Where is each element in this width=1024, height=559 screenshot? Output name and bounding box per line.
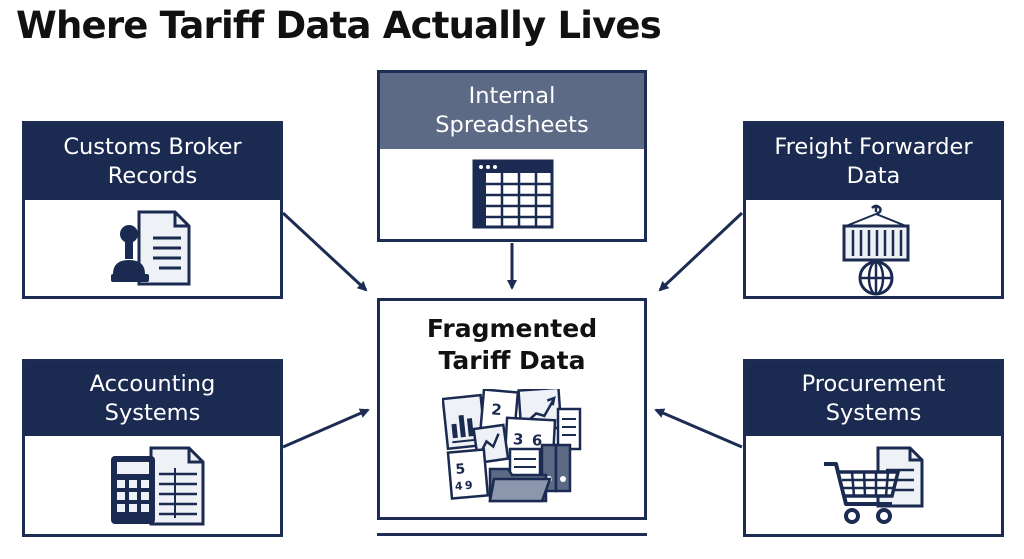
- source-label-line1: Procurement: [801, 371, 946, 397]
- source-box-internal-spreadsheets: Internal Spreadsheets: [377, 70, 647, 242]
- source-box-accounting-systems: Accounting Systems: [22, 359, 283, 537]
- scattered-documents-icon: 2 3 6 5 4 9: [442, 389, 582, 503]
- source-header-accounting-systems: Accounting Systems: [25, 362, 280, 436]
- doc-digit: 5: [455, 461, 466, 478]
- source-header-freight-forwarder: Freight Forwarder Data: [746, 124, 1001, 200]
- stamp-document-icon: [111, 210, 191, 286]
- source-label-line2: Data: [846, 163, 901, 189]
- page-title: Where Tariff Data Actually Lives: [16, 4, 662, 47]
- source-header-internal-spreadsheets: Internal Spreadsheets: [380, 73, 644, 149]
- doc-digit: 4: [454, 480, 463, 494]
- source-box-procurement-systems: Procurement Systems: [743, 359, 1004, 537]
- arrow-accounting-to-center: [282, 408, 370, 449]
- doc-digit: 9: [464, 479, 473, 493]
- spreadsheet-icon: [472, 159, 554, 229]
- source-label-line2: Records: [107, 163, 198, 189]
- source-label-line1: Accounting: [89, 371, 216, 397]
- shopping-cart-icon: [824, 446, 924, 524]
- arrow-procurement-to-center: [654, 408, 743, 449]
- calculator-ledger-icon: [111, 446, 205, 526]
- bottom-rule: [377, 533, 647, 536]
- source-header-procurement-systems: Procurement Systems: [746, 362, 1001, 436]
- arrow-freight-to-center: [658, 211, 744, 292]
- doc-digit: 2: [491, 400, 503, 419]
- source-label-line2: Spreadsheets: [435, 112, 589, 138]
- center-title-line1: Fragmented: [426, 314, 598, 343]
- container-globe-icon: [842, 204, 910, 296]
- center-box-fragmented-tariff-data: Fragmented Tariff Data 2 3: [377, 298, 647, 520]
- source-label-line2: Systems: [104, 400, 201, 426]
- center-title: Fragmented Tariff Data: [380, 313, 644, 377]
- center-title-line2: Tariff Data: [438, 346, 586, 375]
- source-label-line2: Systems: [825, 400, 922, 426]
- source-box-customs-broker: Customs Broker Records: [22, 121, 283, 299]
- doc-digit: 3: [512, 430, 523, 449]
- doc-digit: 6: [531, 431, 542, 450]
- source-label-line1: Internal: [468, 83, 556, 109]
- source-header-customs-broker: Customs Broker Records: [25, 124, 280, 200]
- source-label-line1: Freight Forwarder: [774, 134, 973, 160]
- source-box-freight-forwarder: Freight Forwarder Data: [743, 121, 1004, 299]
- arrow-customs-to-center: [281, 211, 368, 292]
- source-label-line1: Customs Broker: [63, 134, 242, 160]
